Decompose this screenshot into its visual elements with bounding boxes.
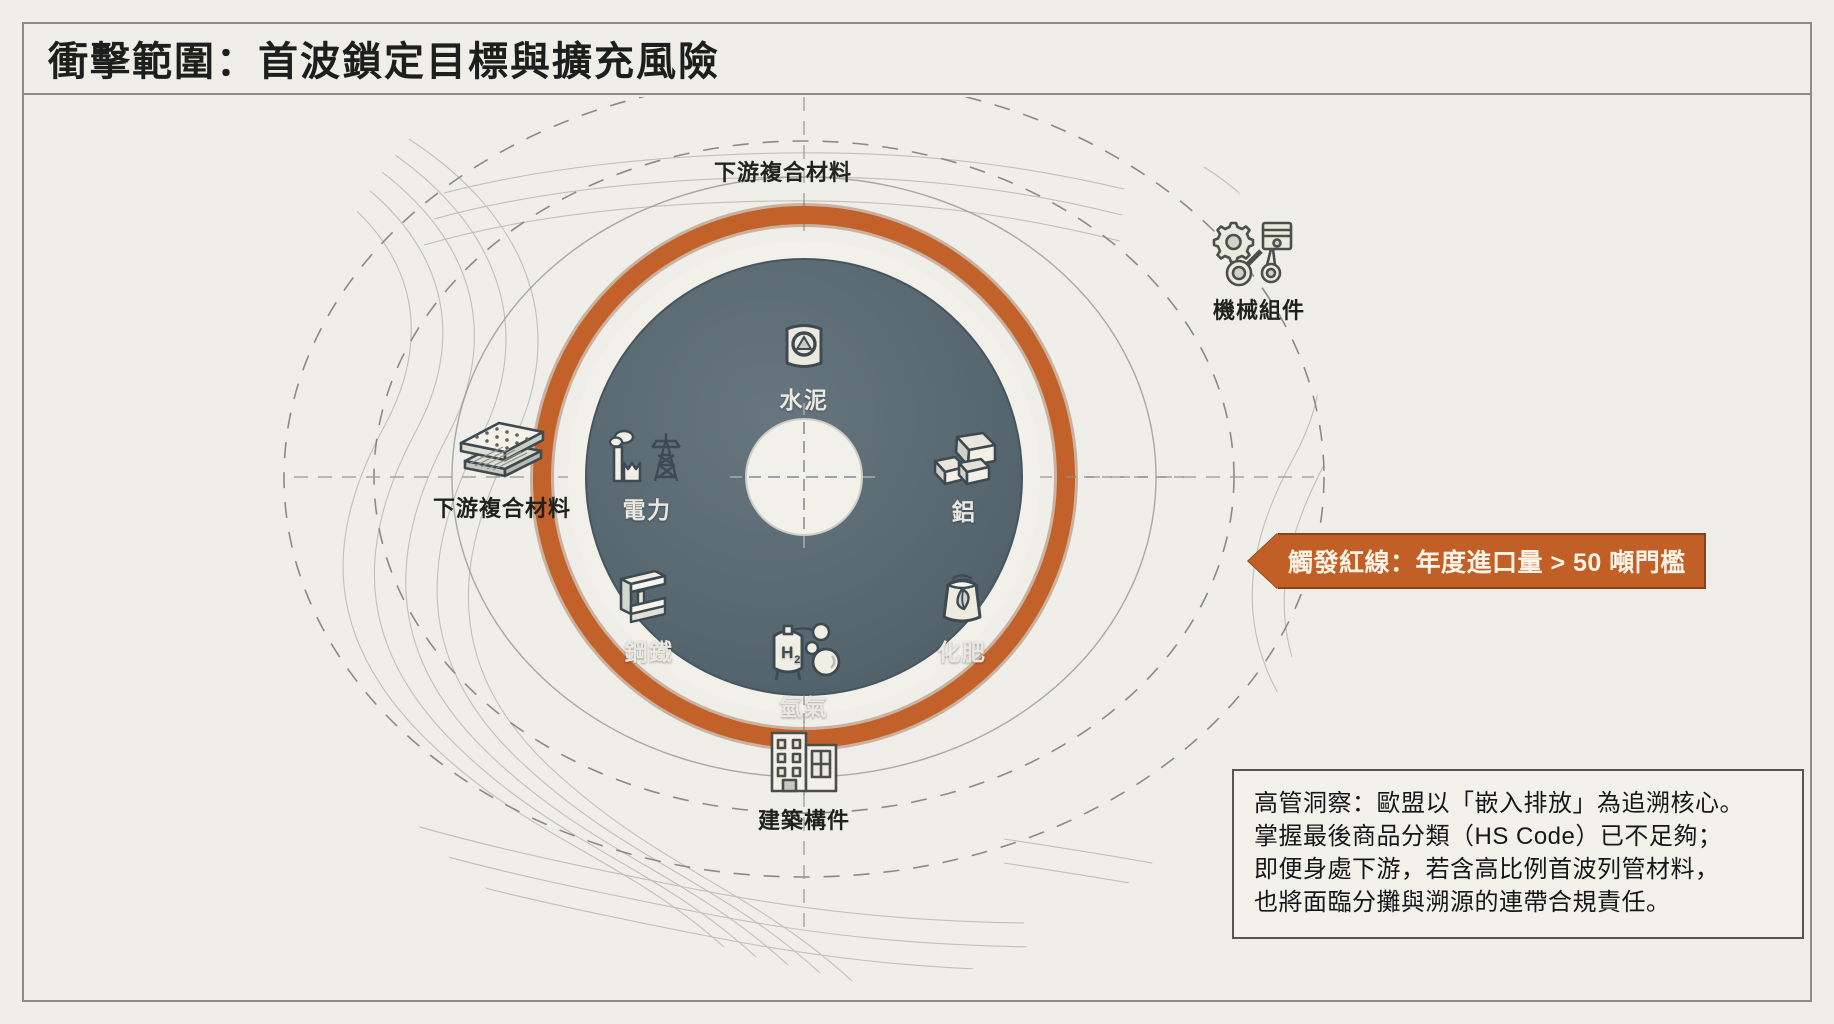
core-item-label: 鋁 (951, 499, 977, 525)
outer-item-building[interactable]: 建築構件 (724, 727, 884, 835)
cement-bag-icon (739, 315, 869, 379)
aluminium-ingot-icon (899, 427, 1029, 491)
steel-beam-icon (584, 567, 714, 631)
callout-text: 觸發紅線：年度進口量 > 50 噸門檻 (1278, 533, 1706, 589)
core-item-label: 電力 (622, 497, 672, 523)
slide-frame (22, 22, 1812, 1002)
core-item-cement[interactable]: 水泥 (739, 315, 869, 415)
core-item-label: 化肥 (937, 639, 987, 665)
core-item-steel[interactable]: 鋼鐵 (584, 567, 714, 667)
diagram-canvas: 水泥 鋁 (24, 97, 1810, 1000)
svg-text:2: 2 (794, 654, 802, 666)
power-plant-icon (582, 425, 712, 489)
core-item-fertilizer[interactable]: 化肥 (897, 567, 1027, 667)
callout-arrow-icon (1248, 533, 1278, 589)
svg-text:H: H (781, 643, 795, 662)
core-item-label: 鋼鐵 (624, 639, 674, 665)
insight-line-2: 掌握最後商品分類（HS Code）已不足夠； (1254, 823, 1723, 851)
outer-item-machinery[interactable]: 機械組件 (1179, 217, 1339, 325)
outer-item-label: 建築構件 (757, 808, 850, 833)
core-item-label: 水泥 (779, 387, 829, 413)
page-title: 衝擊範圍：首波鎖定目標與擴充風險 (48, 37, 720, 85)
composite-panel-icon (402, 415, 602, 489)
insight-line-4: 也將面臨分攤與溯源的連帶合規責任。 (1254, 889, 1671, 917)
gear-piston-icon (1179, 217, 1339, 291)
ring-label-downstream-top: 下游複合材料 (714, 160, 853, 185)
outer-item-label: 下游複合材料 (432, 496, 571, 521)
insight-line-1: 高管洞察：歐盟以「嵌入排放」為追溯核心。 (1254, 790, 1744, 817)
trigger-callout[interactable]: 觸發紅線：年度進口量 > 50 噸門檻 (1248, 533, 1706, 589)
insight-box: 高管洞察：歐盟以「嵌入排放」為追溯核心。 掌握最後商品分類（HS Code）已不… (1232, 769, 1804, 940)
core-item-electricity[interactable]: 電力 (582, 425, 712, 525)
outer-item-composite[interactable]: 下游複合材料 (402, 415, 602, 523)
outer-item-label: 機械組件 (1212, 298, 1305, 323)
building-icon (724, 727, 884, 801)
core-item-label: 氫氣 (779, 694, 829, 720)
title-bar: 衝擊範圍：首波鎖定目標與擴充風險 (22, 22, 1812, 95)
fertilizer-sack-icon (897, 567, 1027, 631)
core-item-hydrogen[interactable]: H 2 氫氣 (739, 622, 869, 722)
core-item-aluminium[interactable]: 鋁 (899, 427, 1029, 527)
hydrogen-tank-icon: H 2 (739, 622, 869, 686)
insight-line-3: 即便身處下游，若含高比例首波列管材料， (1254, 856, 1720, 884)
